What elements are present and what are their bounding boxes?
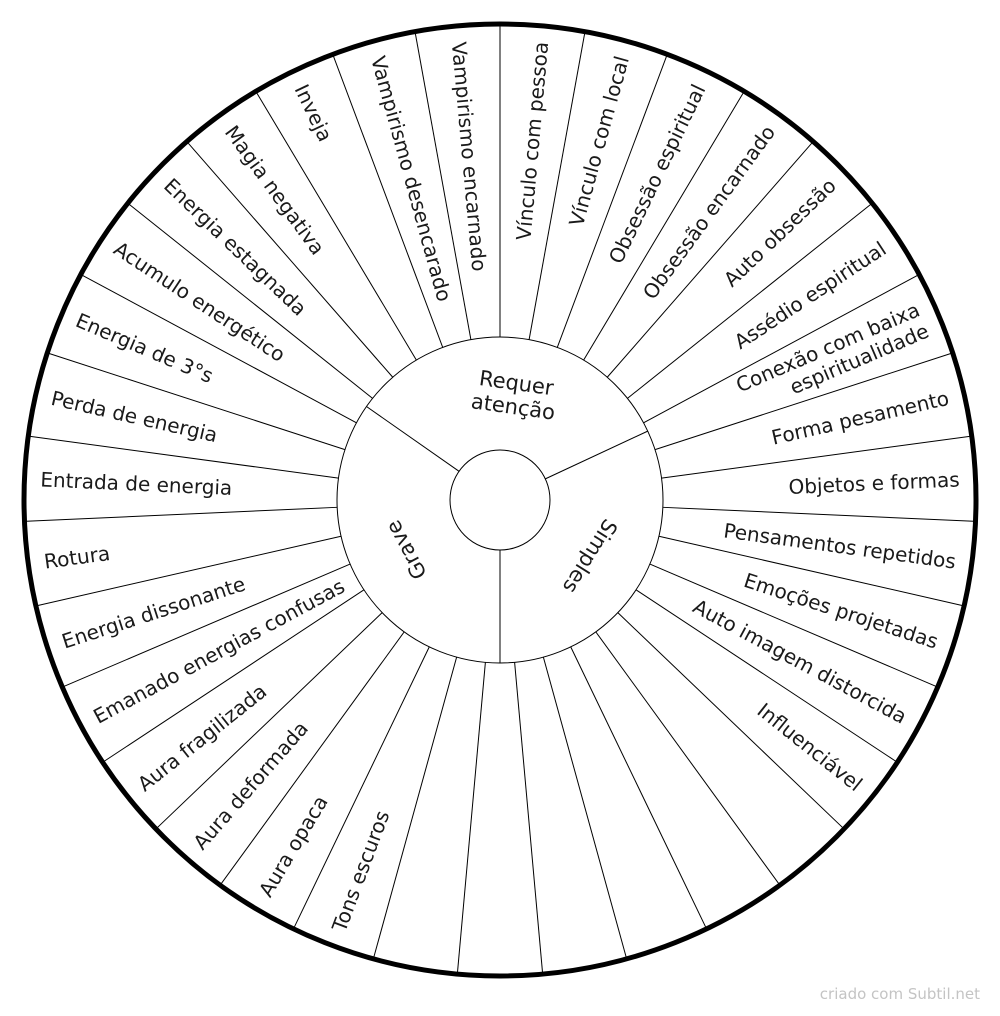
segment-divider — [627, 204, 871, 399]
segment-label: Objetos e formas — [788, 467, 960, 499]
segment-divider — [595, 631, 780, 884]
category-divider — [366, 406, 460, 472]
segment-label: Influenciável — [753, 698, 868, 796]
segment-divider — [332, 56, 444, 348]
segment-divider — [37, 535, 342, 606]
segment-divider — [662, 506, 974, 522]
segment-label: Tons escuros — [327, 807, 395, 936]
segment-label: Entrada de energia — [40, 467, 233, 500]
segment-divider — [373, 656, 458, 958]
category-label-simples: Simples — [558, 515, 622, 598]
segment-divider — [617, 612, 843, 828]
category-label-grave: Grave — [381, 516, 432, 583]
segment-divider — [643, 274, 918, 424]
segment-divider — [661, 435, 970, 479]
segment-divider — [414, 33, 472, 340]
segment-divider — [49, 353, 346, 451]
segment-label: Aura opaca — [254, 791, 333, 901]
segment-label: Vampirismo encarnado — [447, 41, 492, 273]
segment-divider — [256, 92, 417, 361]
segment-divider — [556, 56, 668, 348]
segment-divider — [583, 92, 744, 361]
segment-divider — [187, 142, 394, 378]
segment-divider — [514, 662, 543, 973]
segment-divider — [30, 435, 339, 479]
footer-credit[interactable]: criado com Subtil.net — [819, 985, 980, 1003]
segment-label: Inveja — [290, 80, 338, 145]
segment-label: Rotura — [43, 541, 112, 574]
segment-label: Pensamentos repetidos — [722, 518, 957, 573]
segment-divider — [82, 274, 357, 424]
segment-label: Energia de 3°s — [72, 308, 216, 388]
category-divider — [545, 430, 648, 480]
segment-divider — [542, 656, 627, 958]
segment-label: Vínculo com local — [564, 53, 634, 228]
segment-label: Vínculo com pessoa — [511, 41, 553, 241]
segment-divider — [649, 563, 937, 687]
outer-circle — [21, 21, 979, 979]
inner-circle — [449, 449, 551, 551]
segment-divider — [26, 506, 338, 522]
segment-divider — [658, 535, 963, 606]
segment-divider — [457, 662, 486, 973]
segment-divider — [293, 646, 430, 928]
segment-label: Perda de energia — [49, 386, 220, 447]
segment-divider — [157, 612, 383, 828]
segment-divider — [570, 646, 707, 928]
segment-divider — [129, 204, 373, 399]
segment-divider — [104, 589, 365, 762]
segment-divider — [220, 631, 405, 884]
segment-divider — [635, 589, 896, 762]
segment-divider — [63, 563, 351, 687]
segment-divider — [528, 33, 586, 340]
segment-divider — [606, 142, 813, 378]
segment-divider — [654, 353, 951, 451]
